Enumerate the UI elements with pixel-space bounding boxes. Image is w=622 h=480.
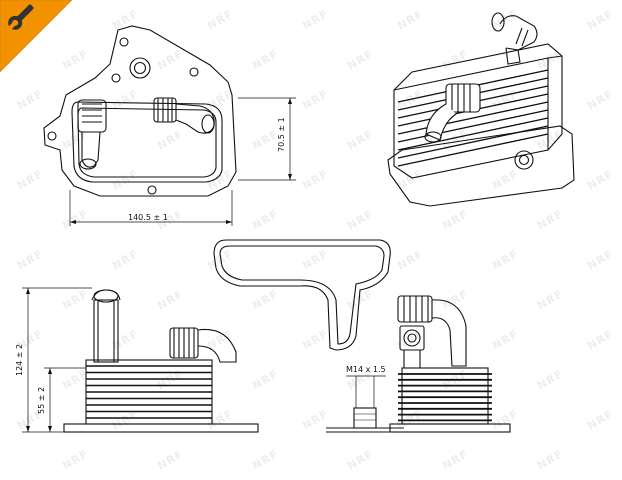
watermark-text: NRF [155,47,186,72]
watermark-text: NRF [155,287,186,312]
watermark-text: NRF [300,247,331,272]
side-view [22,287,259,433]
cooler-plate-line [397,133,549,167]
watermark-text: NRF [300,407,331,432]
gasket-outline [213,239,391,351]
watermark-text: NRF [585,327,616,352]
watermark-text: NRF [15,87,46,112]
watermark-text: NRF [395,247,426,272]
cooler-plate-line [397,109,549,143]
dimension-height-label: 70.5 ± 1 [277,117,286,152]
watermark-text: NRF [345,287,376,312]
watermark-text: NRF [490,247,521,272]
watermark-text: NRF [490,407,521,432]
dimension-width-label: 140.5 ± 1 [128,213,168,222]
watermark-text: NRF [60,207,91,232]
watermark-text: NRF [395,7,426,32]
watermark-text: NRF [440,287,471,312]
watermark-text: NRF [535,287,566,312]
watermark-text: NRF [60,287,91,312]
watermark-text: NRF [300,167,331,192]
watermark-text: NRF [440,207,471,232]
watermark-text: NRF [535,447,566,472]
watermark-text: NRF [300,7,331,32]
dimension-body-height-label: 55 ± 2 [37,387,46,414]
dimension-overall-height-label: 124 ± 2 [15,344,24,376]
watermark-text: NRF [490,167,521,192]
watermark-text: NRF [440,447,471,472]
watermark-text: NRF [440,47,471,72]
watermark-text: NRF [490,327,521,352]
watermark-text: NRF [155,367,186,392]
watermark-text: NRF [60,47,91,72]
watermark-text: NRF [60,447,91,472]
watermark-text: NRF [395,167,426,192]
watermark-text: NRF [535,127,566,152]
watermark-text: NRF [60,127,91,152]
watermark-text: NRF [250,207,281,232]
watermark-text: NRF [155,127,186,152]
watermark-text: NRF [250,367,281,392]
watermark-text: NRF [155,447,186,472]
top-view [43,25,296,226]
side-plates [86,365,212,419]
cooler-plate-line [397,125,549,159]
watermark-text: NRF [535,207,566,232]
watermark-text: NRF [110,7,141,32]
thread-label: M14 x 1.5 [346,365,386,374]
watermark-text: NRF [345,447,376,472]
cooler-plate-line [397,101,549,135]
watermark-text: NRF [250,447,281,472]
front-view [389,295,511,433]
watermark-text: NRF [300,327,331,352]
watermark-text: NRF [250,47,281,72]
watermark-text: NRF [110,167,141,192]
cooler-plate-line [397,117,549,151]
watermark-text: NRF [585,167,616,192]
front-plates [398,373,492,422]
watermark-text: NRF [585,87,616,112]
isometric-view [387,12,575,207]
watermark-text: NRF [585,407,616,432]
watermark-text: NRF [345,207,376,232]
watermark-text: NRF [15,247,46,272]
watermark-text: NRF [110,247,141,272]
watermark-text: NRF [345,127,376,152]
watermark-text: NRF [110,327,141,352]
watermark-text: NRF [585,7,616,32]
watermark-text: NRF [585,247,616,272]
watermark-text: NRF [205,7,236,32]
watermark-text: NRF [300,87,331,112]
watermark-text: NRF [345,47,376,72]
watermark-text: NRF [535,367,566,392]
wrench-icon [8,4,34,30]
watermark-text: NRF [250,287,281,312]
watermark-text: NRF [15,167,46,192]
